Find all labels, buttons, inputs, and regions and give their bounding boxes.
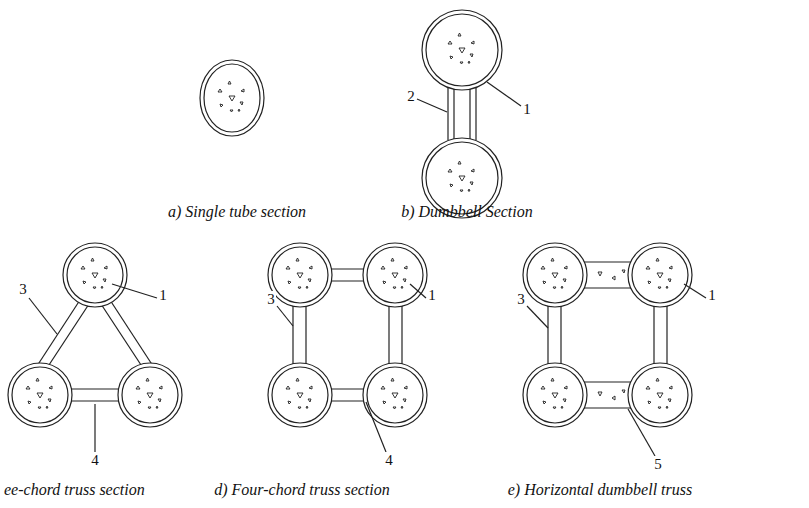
- callout-number: 2: [406, 88, 416, 105]
- callout-number: 1: [707, 287, 717, 304]
- callout-number: 5: [653, 456, 663, 473]
- callout-number: 1: [158, 287, 168, 304]
- callout-number: 1: [427, 287, 437, 304]
- callout-number: 1: [522, 101, 532, 118]
- callout-number: 4: [90, 452, 100, 469]
- callout-number: 3: [18, 281, 28, 298]
- section-caption: b) Dumbbell Section: [401, 203, 533, 221]
- callout-number: 3: [516, 291, 526, 308]
- section-caption: d) Four-chord truss section: [214, 481, 390, 499]
- section-caption: e) Horizontal dumbbell truss: [508, 481, 692, 499]
- callout-number: 4: [384, 452, 394, 469]
- callout-number: 3: [266, 291, 276, 308]
- section-caption: ee-chord truss section: [4, 481, 145, 499]
- section-caption: a) Single tube section: [168, 203, 306, 221]
